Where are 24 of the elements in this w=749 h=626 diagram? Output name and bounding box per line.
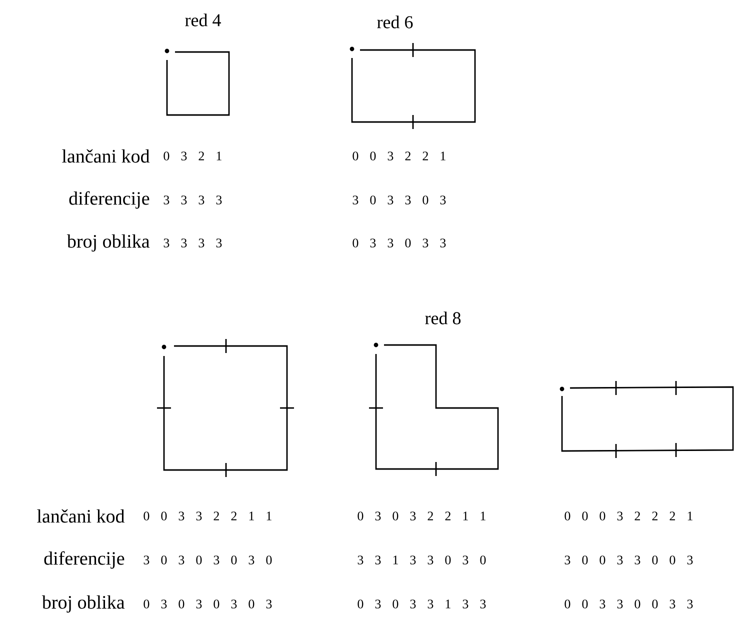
code-sequence: 3 0 3 3 0 3 [352, 196, 446, 204]
row-label: diferencije [69, 191, 150, 209]
code-sequence: 0 3 0 3 2 2 1 1 [358, 512, 486, 520]
code-sequence: 0 0 3 3 2 2 1 1 [144, 512, 272, 520]
row-label: lančani kod [62, 149, 150, 163]
code-sequence: 0 3 0 3 3 1 3 3 [358, 600, 486, 608]
shape-title: red 6 [377, 16, 413, 28]
code-sequence: 3 3 1 3 3 0 3 0 [358, 556, 486, 564]
code-sequence: 3 0 3 0 3 0 3 0 [144, 556, 272, 564]
code-sequence: 0 0 3 2 2 1 [352, 152, 446, 160]
code-sequence: 0 3 0 3 0 3 0 3 [144, 600, 272, 608]
code-sequence: 0 0 0 3 2 2 2 1 [564, 512, 692, 520]
row-label: broj oblika [66, 234, 150, 252]
shape-title: red 4 [185, 14, 221, 26]
code-sequence: 3 0 0 3 3 0 0 3 [564, 556, 693, 564]
code-sequence: 0 3 2 1 [164, 152, 222, 160]
shape-title: red 8 [425, 312, 461, 324]
code-sequence: 3 3 3 3 [164, 196, 222, 204]
row-label: lančani kod [37, 509, 125, 523]
code-sequence: 0 0 3 3 0 0 3 3 [564, 600, 693, 608]
row-label: broj oblika [42, 595, 125, 613]
code-sequence: 3 3 3 3 [164, 238, 222, 248]
row-label: diferencije [44, 551, 124, 569]
code-sequence: 0 3 3 0 3 3 [352, 238, 446, 248]
